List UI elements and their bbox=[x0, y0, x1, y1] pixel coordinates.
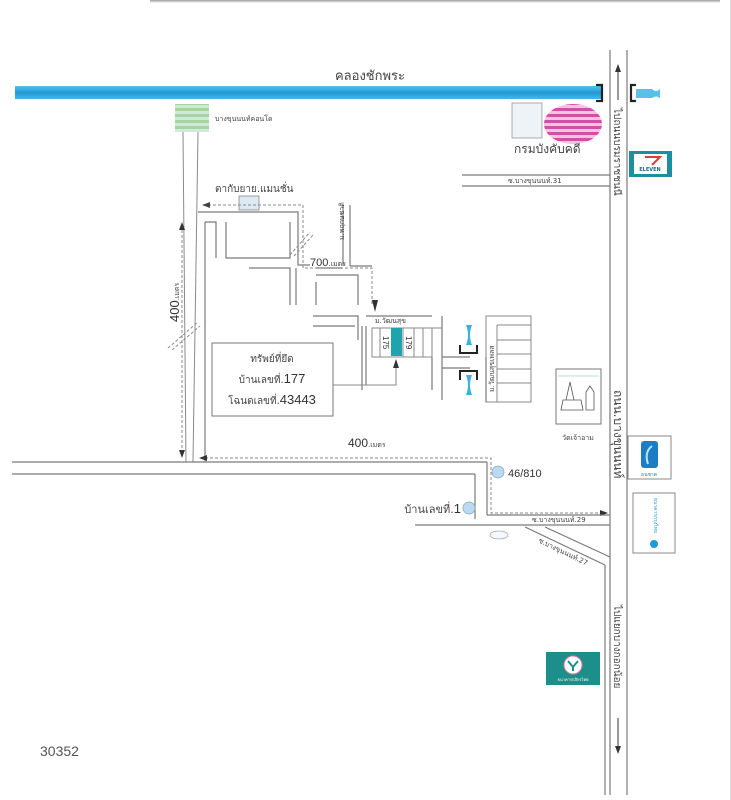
department-label: กรมบังคับคดี bbox=[514, 142, 581, 156]
house-175: 175 bbox=[381, 336, 390, 350]
temple-icon bbox=[555, 368, 602, 425]
route-arrow-left-icon bbox=[199, 455, 207, 461]
property-title: ทรัพย์ที่ยึด bbox=[250, 351, 293, 365]
marker-house-1-label: บ้านเลขที่.1 bbox=[404, 501, 461, 516]
bank-krungthai-icon bbox=[650, 540, 658, 548]
distance-700: 700.เมตร bbox=[310, 257, 346, 269]
main-road-label: ถนน.บางขุนนนท์ bbox=[610, 390, 625, 479]
temple-label: วัดเจ้าอาม bbox=[562, 434, 594, 442]
village-1-label: ม.พฤกษชาติ bbox=[338, 202, 346, 240]
bridge-right-bracket bbox=[629, 83, 636, 103]
village-3-label: ม.วัฒนสุขเพลส bbox=[488, 345, 496, 392]
road-label-to-south: ไปแยกบางกอกน้อย bbox=[611, 604, 623, 688]
mansion-label: ตากับยาย.แมนชั่น bbox=[215, 181, 294, 195]
bank-kasikorn-label: ธนาคารกสิกรไทย bbox=[558, 677, 589, 682]
property-house-number: บ้านเลขที่.177 bbox=[239, 371, 306, 386]
marker-46-810-label: 46/810 bbox=[508, 468, 542, 480]
house-179: 179 bbox=[404, 336, 413, 350]
soi-31: ซ.บางขุนนนท์.31 bbox=[462, 174, 610, 187]
canal: คลองชักพระ bbox=[15, 69, 660, 103]
distance-400-h-label: 400.เมตร bbox=[348, 436, 386, 450]
condo-icon bbox=[175, 104, 209, 132]
marker-46-810-icon bbox=[491, 465, 505, 479]
canal-band bbox=[15, 86, 602, 99]
temple-landmark: วัดเจ้าอาม bbox=[555, 368, 602, 442]
south-arrow-icon bbox=[615, 746, 621, 754]
department-logo-icon bbox=[544, 104, 602, 144]
condo-label: บางขุนนนท์คอนโด bbox=[215, 114, 273, 123]
document-id: 30352 bbox=[40, 743, 79, 759]
bank-krungthai-label: ธนาคารกรุงไทย bbox=[652, 498, 659, 533]
mansion-landmark: ตากับยาย.แมนชั่น bbox=[215, 181, 294, 211]
property-arrow-icon bbox=[393, 359, 399, 368]
soi-network: ม.พฤกษชาติ 700.เมตร ม.วัฒนสุข 175 179 bbox=[198, 202, 532, 462]
bank-kasikorn-landmark: ธนาคารกสิกรไทย bbox=[546, 652, 600, 685]
marker-house-1-icon bbox=[462, 501, 476, 515]
property-info-box: ทรัพย์ที่ยึด บ้านเลขที่.177 โฉนดเลขที่.4… bbox=[211, 342, 334, 417]
canal-continuation bbox=[636, 89, 660, 98]
soi-27-label: ซ.บางขุนนนท์.27 bbox=[537, 537, 589, 568]
bridge-left-bracket bbox=[596, 83, 604, 103]
soi-31-label: ซ.บางขุนนนท์.31 bbox=[508, 177, 562, 185]
scan-top-shadow bbox=[150, 0, 720, 3]
village-2-label: ม.วัฒนสุข bbox=[375, 317, 406, 325]
road-label-to-north: ไปถนนบรมราชชนนี bbox=[611, 107, 623, 196]
seven-eleven-label: ELEVEN bbox=[639, 167, 661, 173]
main-road: ไปถนนบรมราชชนนี ถนน.บางขุนนนท์ ไปแยกบางก… bbox=[609, 50, 628, 795]
distance-400-v-label: 400.เมตร bbox=[167, 283, 182, 322]
bridge-icon bbox=[459, 345, 478, 354]
canal-label: คลองชักพระ bbox=[335, 69, 405, 84]
mansion-building-icon bbox=[238, 195, 260, 211]
department-building-icon bbox=[511, 102, 543, 139]
seven-eleven-landmark: ELEVEN bbox=[629, 151, 672, 177]
department-landmark: กรมบังคับคดี bbox=[511, 102, 602, 156]
soi-29-label: ซ.บางขุนนนท์.29 bbox=[532, 516, 586, 524]
roundabout-icon bbox=[489, 530, 509, 540]
north-arrow-icon bbox=[615, 64, 621, 72]
distance-400-vertical: 400.เมตร bbox=[167, 222, 314, 458]
bank-thanachart-label: ธนชาต bbox=[641, 472, 657, 478]
bank-thanachart-icon bbox=[641, 441, 658, 468]
property-highlight bbox=[391, 328, 402, 356]
bank-thanachart-landmark: ธนชาต bbox=[627, 435, 672, 480]
condo-landmark: บางขุนนนท์คอนโด bbox=[175, 104, 273, 463]
markers: 46/810 บ้านเลขที่.1 bbox=[404, 465, 542, 516]
property-deed-number: โฉนดเลขที่.43443 bbox=[228, 392, 316, 407]
bank-krungthai-landmark: ธนาคารกรุงไทย bbox=[632, 492, 676, 554]
route-arrow-down-icon bbox=[372, 300, 378, 312]
lower-road: 400.เมตร ซ.บางขุนนนท์.29 ซ.บางขุนนนท์.27 bbox=[12, 436, 611, 795]
